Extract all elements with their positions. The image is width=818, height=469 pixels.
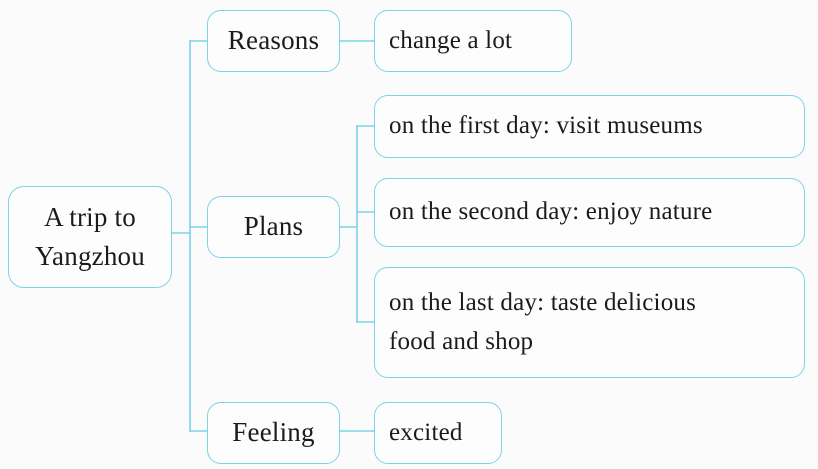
leaf-node-plans-detail-3-label-line2: food and shop xyxy=(389,327,534,355)
leaf-node-feeling-detail-1-label: excited xyxy=(389,418,463,446)
leaf-node-plans-detail-3-label-line1: on the last day: taste delicious xyxy=(389,288,697,316)
leaf-node-plans-detail-2-label: on the second day: enjoy nature xyxy=(389,198,713,226)
branch-node-plans[interactable]: Plans xyxy=(207,196,340,258)
leaf-node-feeling-detail-1[interactable]: excited xyxy=(374,402,502,464)
leaf-node-reasons-detail-1-label: change a lot xyxy=(389,26,513,54)
root-node-label-line2: Yangzhou xyxy=(35,241,145,271)
leaf-node-plans-detail-3-label: on the last day: taste delicious food an… xyxy=(389,284,794,362)
branch-node-feeling[interactable]: Feeling xyxy=(207,402,340,464)
root-node-label-line1: A trip to xyxy=(44,201,136,232)
leaf-node-plans-detail-2[interactable]: on the second day: enjoy nature xyxy=(374,178,805,247)
leaf-node-plans-detail-1-label: on the first day: visit museums xyxy=(389,112,703,140)
branch-node-reasons[interactable]: Reasons xyxy=(207,10,340,72)
branch-node-feeling-label: Feeling xyxy=(232,417,315,448)
branch-node-plans-label: Plans xyxy=(243,211,304,242)
leaf-node-plans-detail-1[interactable]: on the first day: visit museums xyxy=(374,95,805,158)
leaf-node-plans-detail-3[interactable]: on the last day: taste delicious food an… xyxy=(374,267,805,378)
root-node[interactable]: A trip to Yangzhou xyxy=(8,186,172,288)
root-node-label: A trip to Yangzhou xyxy=(9,198,171,276)
leaf-node-reasons-detail-1[interactable]: change a lot xyxy=(374,10,572,72)
branch-node-reasons-label: Reasons xyxy=(227,25,320,56)
